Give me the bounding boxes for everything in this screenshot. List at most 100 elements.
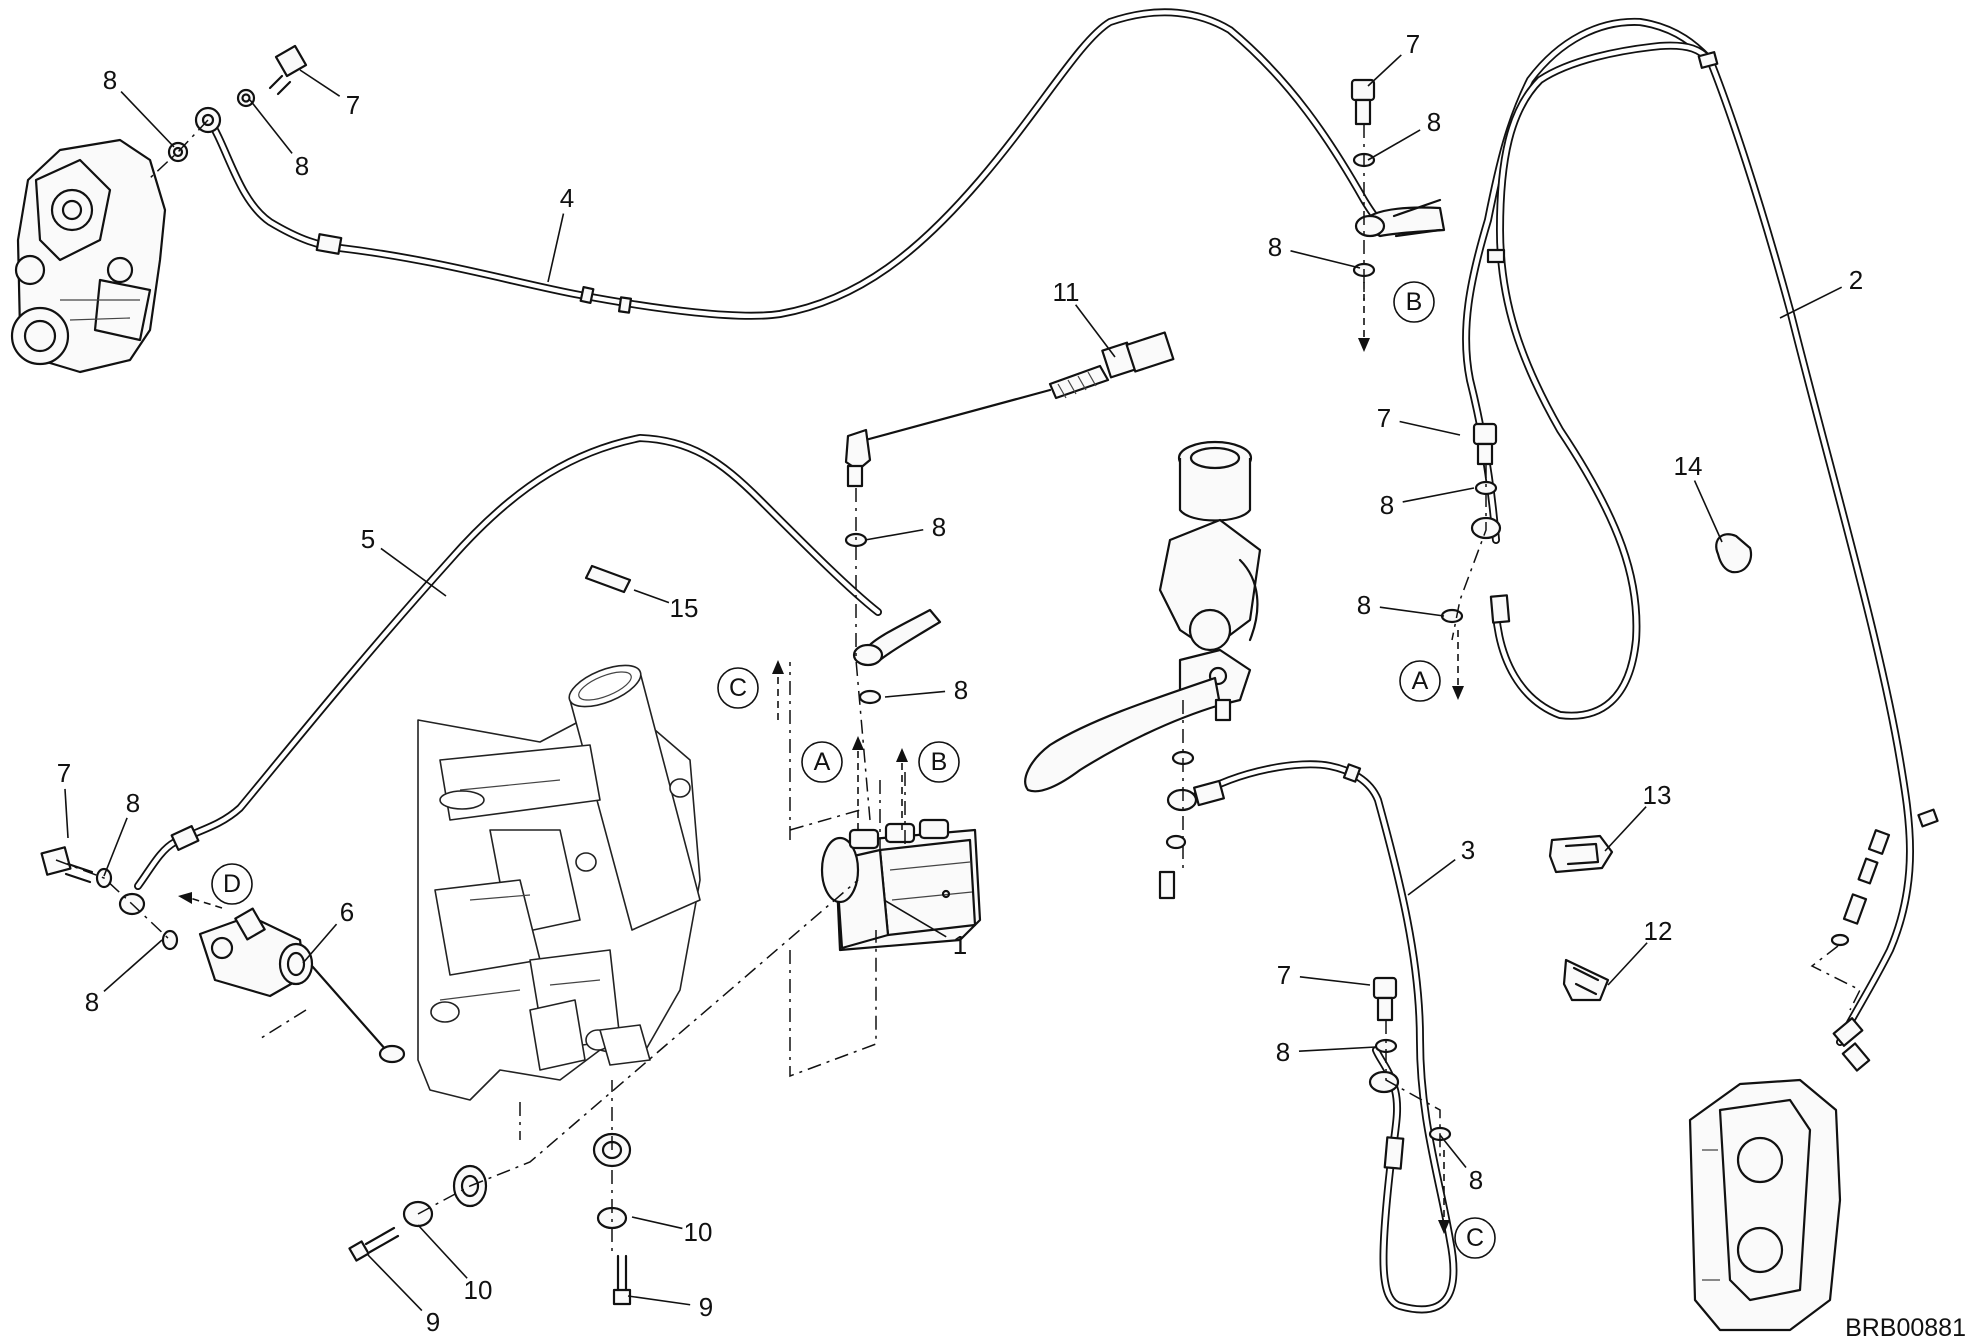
callout-leader-8 <box>120 91 175 148</box>
reference-letter: B <box>931 748 948 776</box>
callout-leader-5 <box>380 547 447 597</box>
assembly-lines <box>55 119 1487 1256</box>
callout-number: 8 <box>1276 1037 1290 1067</box>
callout-leader-10 <box>631 1216 683 1230</box>
callout-number: 8 <box>1427 107 1441 137</box>
reference-letter: B <box>1406 288 1423 316</box>
callout-number: 9 <box>699 1292 713 1322</box>
callout-number: 8 <box>1357 590 1371 620</box>
reference-mark-b: B <box>918 741 960 783</box>
reference-letter: D <box>223 870 241 898</box>
hose-clip-13 <box>1548 834 1614 874</box>
callout-leader-7 <box>64 788 69 839</box>
bleed-valve-assembly <box>1810 829 1891 1011</box>
callout-leader-8 <box>864 528 924 541</box>
reference-circle <box>1454 1217 1496 1259</box>
reference-circle <box>717 667 759 709</box>
callout-number: 5 <box>361 524 375 554</box>
reference-circle <box>211 863 253 905</box>
callout-leader-14 <box>1693 480 1723 543</box>
callout-leader-4 <box>547 213 565 283</box>
callout-number: 7 <box>1277 960 1291 990</box>
callout-number: 8 <box>1380 490 1394 520</box>
banjo-fitting-c <box>1368 976 1452 1142</box>
rear-brake-master-cylinder <box>198 907 406 1064</box>
callout-leader-2 <box>1779 286 1843 319</box>
callout-number: 7 <box>346 90 360 120</box>
callout-leader-13 <box>1604 806 1647 852</box>
reference-circle <box>1393 281 1435 323</box>
brake-hose-5 <box>134 434 882 890</box>
callout-leader-12 <box>1607 942 1648 986</box>
callout-number: 6 <box>340 897 354 927</box>
brake-hose-2 <box>1462 17 1939 1047</box>
callout-number: 2 <box>1849 265 1863 295</box>
brake-hose-4 <box>204 8 1392 320</box>
callout-leader-11 <box>1074 304 1116 358</box>
front-brake-lever <box>1024 676 1232 793</box>
callout-number: 8 <box>954 675 968 705</box>
callout-leader-8 <box>1367 129 1421 161</box>
drawing-code: BRB00881 <box>1845 1314 1966 1342</box>
callout-number: 7 <box>1377 403 1391 433</box>
callout-number: 14 <box>1674 451 1703 481</box>
reference-letter: A <box>1412 667 1429 695</box>
wheel-speed-sensor <box>844 331 1175 548</box>
reference-mark-c: C <box>717 667 759 709</box>
callout-leader-8 <box>1290 250 1361 269</box>
brake-hose-3 <box>1192 760 1458 1314</box>
callout-leader-7 <box>1299 976 1371 986</box>
callout-number: 8 <box>1469 1165 1483 1195</box>
callout-number: 11 <box>1053 277 1080 307</box>
frame-section <box>417 664 701 1101</box>
callout-number: 12 <box>1644 916 1673 946</box>
callout-number: 7 <box>1406 29 1420 59</box>
callout-leader-8 <box>249 99 293 154</box>
reference-circle <box>801 741 843 783</box>
front-brake-master-cylinder <box>1158 440 1262 712</box>
callout-leader-7 <box>299 69 341 97</box>
banjo-fitting-a <box>1440 422 1502 624</box>
callout-number: 8 <box>932 512 946 542</box>
callout-number: 8 <box>103 65 117 95</box>
reference-mark-a: A <box>1399 660 1441 702</box>
reference-mark-d: D <box>211 863 253 905</box>
reference-letter: A <box>814 748 831 776</box>
callout-number: 8 <box>126 788 140 818</box>
callout-leader-8 <box>1379 606 1445 617</box>
reference-circle <box>1399 660 1441 702</box>
callout-leader-8 <box>884 690 946 698</box>
callout-leader-8 <box>1439 1134 1467 1169</box>
master-cylinder-fittings <box>1158 750 1198 900</box>
callout-leader-9 <box>627 1295 691 1306</box>
callout-number: 10 <box>464 1275 493 1305</box>
banjo-fitting-abs <box>852 608 942 705</box>
callout-leader-10 <box>417 1224 468 1279</box>
callout-number: 7 <box>57 758 71 788</box>
reference-mark-a: A <box>801 741 843 783</box>
reference-letter: C <box>729 674 747 702</box>
callout-leader-8 <box>1298 1046 1377 1052</box>
callout-leader-7 <box>1367 54 1402 87</box>
callout-number: 8 <box>1268 232 1282 262</box>
direction-arrows <box>178 282 1464 1234</box>
reference-mark-c: C <box>1454 1217 1496 1259</box>
front-brake-caliper <box>1688 1042 1871 1332</box>
callout-number: 9 <box>426 1307 440 1337</box>
callout-leader-15 <box>633 589 670 604</box>
callout-number: 8 <box>85 987 99 1017</box>
hose-clip-15 <box>584 564 632 594</box>
hose-clip-12 <box>1562 958 1610 1002</box>
reference-mark-b: B <box>1393 281 1435 323</box>
callout-leader-1 <box>883 899 947 938</box>
callout-leader-8 <box>103 939 163 992</box>
callout-number: 1 <box>953 930 967 960</box>
reference-marks: B A C A B D C <box>211 281 1496 1259</box>
callout-number: 15 <box>670 593 699 623</box>
callout-number: 3 <box>1461 835 1475 865</box>
callout-leader-9 <box>367 1254 423 1312</box>
callout-number: 8 <box>295 151 309 181</box>
callout-number: 4 <box>560 183 574 213</box>
